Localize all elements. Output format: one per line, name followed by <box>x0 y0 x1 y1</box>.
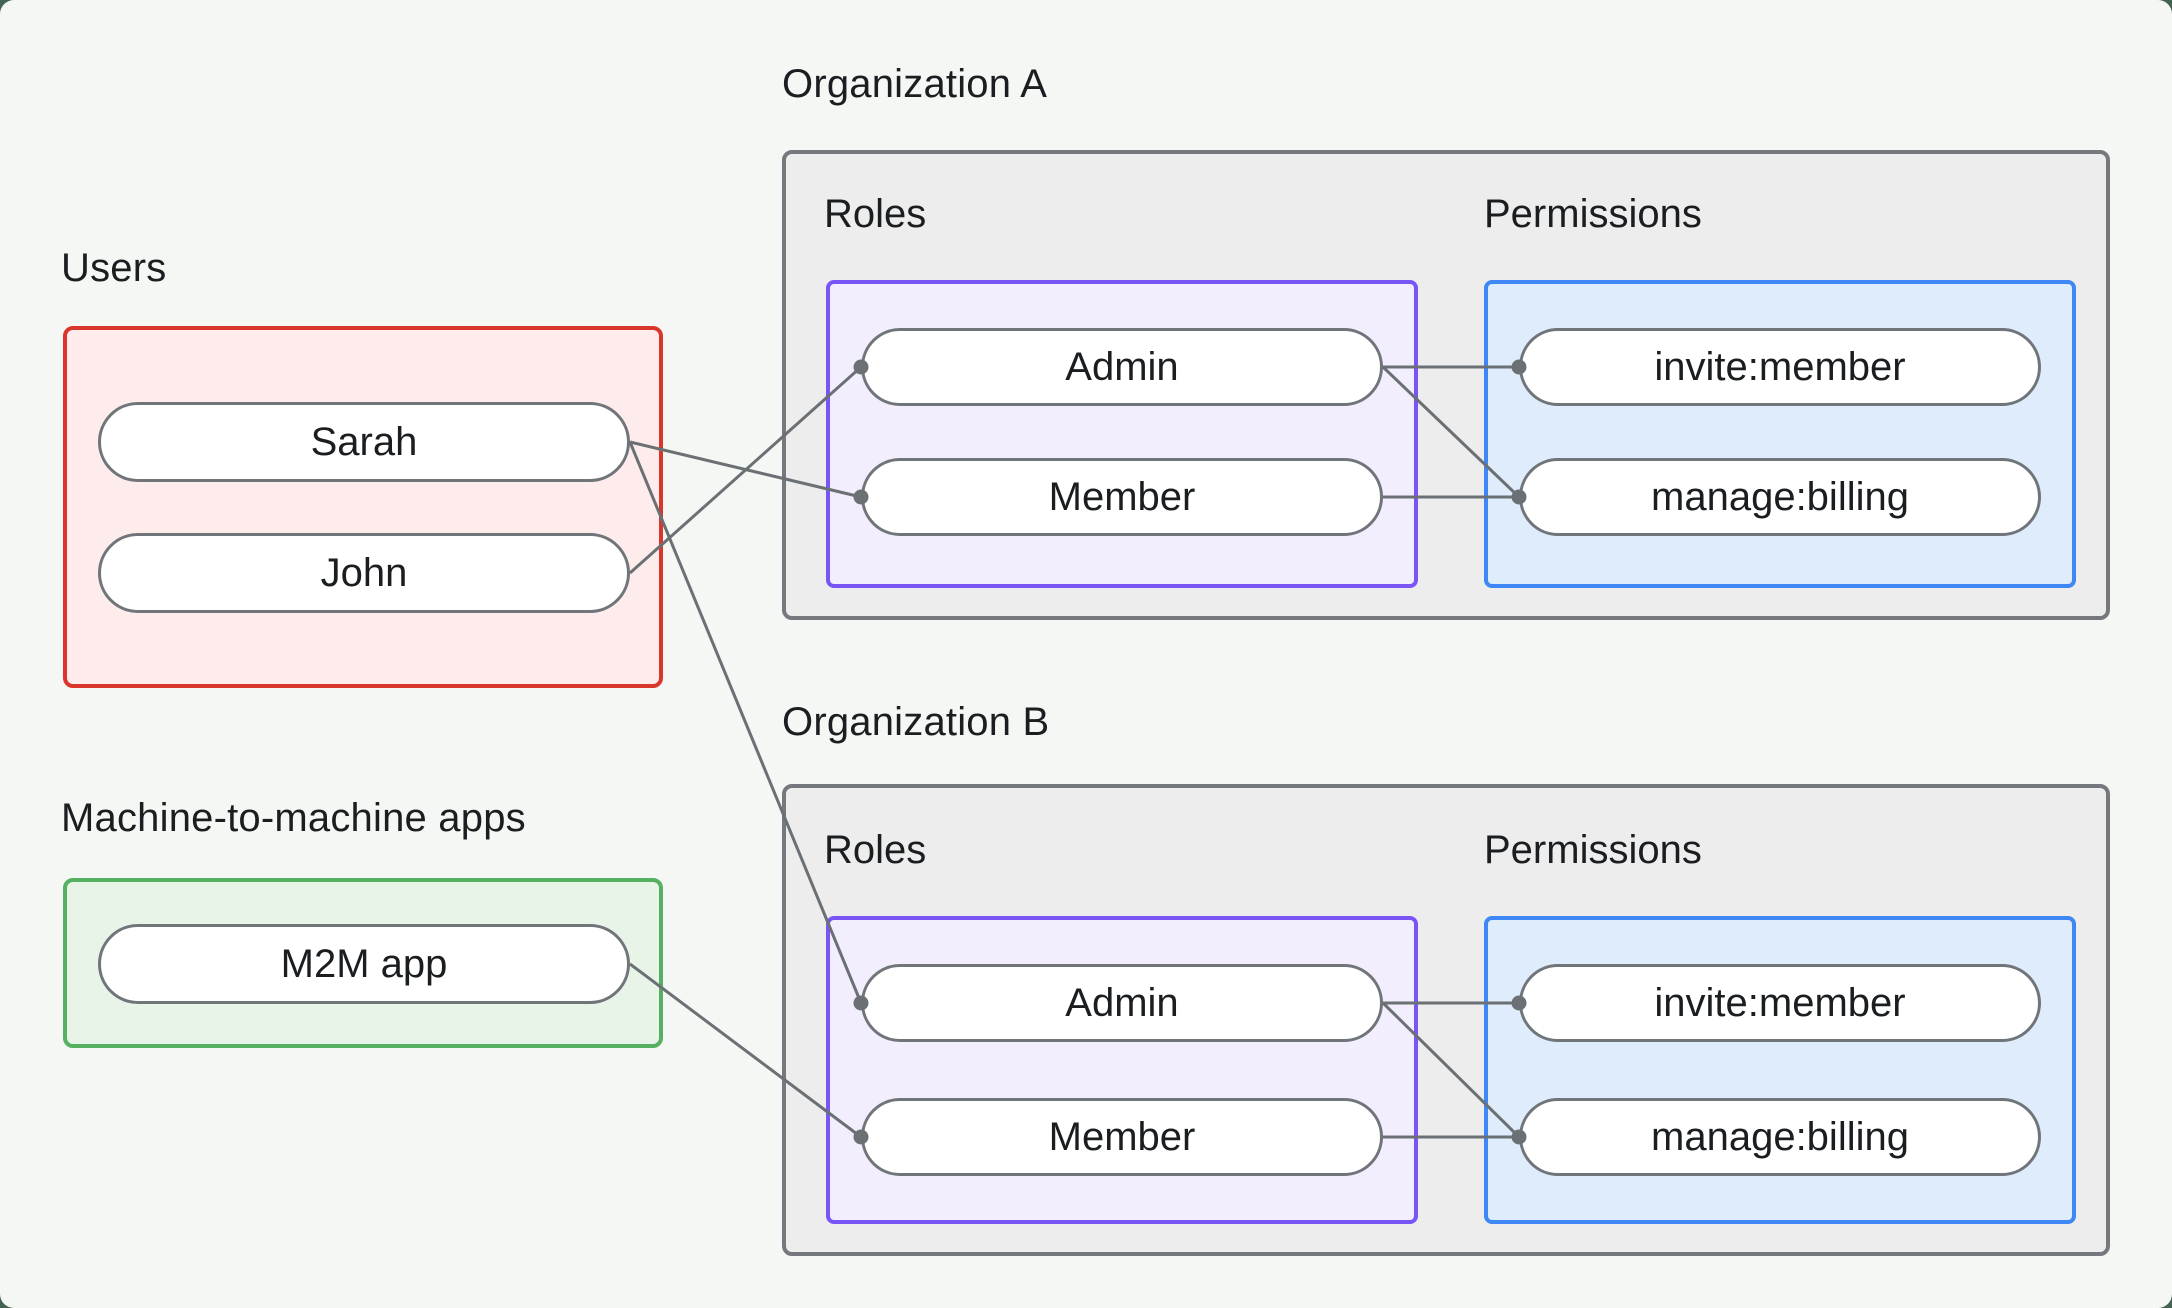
org-b-permission-pill-manage-billing: manage:billing <box>1519 1098 2041 1176</box>
org-a-permissions-box <box>1484 280 2076 588</box>
org-a-permissions-title: Permissions <box>1484 192 1702 236</box>
org-a-role-pill-admin: Admin <box>861 328 1383 406</box>
user-pill-john-label: John <box>320 550 408 595</box>
org-b-role-member-label: Member <box>1048 1114 1196 1159</box>
org-a-permission-pill-manage-billing: manage:billing <box>1519 458 2041 536</box>
m2m-app-pill-label: M2M app <box>280 941 448 986</box>
org-a-roles-box <box>826 280 1418 588</box>
org-a-title: Organization A <box>782 62 1048 106</box>
users-section-title: Users <box>61 246 167 290</box>
user-pill-john: John <box>98 533 630 613</box>
users-group-box <box>63 326 663 688</box>
org-a-roles-title: Roles <box>824 192 927 236</box>
org-a-permission-pill-invite-member: invite:member <box>1519 328 2041 406</box>
org-b-role-pill-admin: Admin <box>861 964 1383 1042</box>
org-a-permission-invite-member-label: invite:member <box>1654 344 1906 389</box>
org-b-permissions-title: Permissions <box>1484 828 1702 872</box>
org-a-role-admin-label: Admin <box>1065 344 1179 389</box>
org-b-roles-box <box>826 916 1418 1224</box>
org-b-permissions-box <box>1484 916 2076 1224</box>
org-b-permission-pill-invite-member: invite:member <box>1519 964 2041 1042</box>
org-b-role-admin-label: Admin <box>1065 980 1179 1025</box>
org-a-role-member-label: Member <box>1048 474 1196 519</box>
org-b-role-pill-member: Member <box>861 1098 1383 1176</box>
org-b-permission-manage-billing-label: manage:billing <box>1651 1114 1909 1159</box>
org-b-permission-invite-member-label: invite:member <box>1654 980 1906 1025</box>
m2m-app-pill: M2M app <box>98 924 630 1004</box>
m2m-section-title: Machine-to-machine apps <box>61 796 526 840</box>
org-b-title: Organization B <box>782 700 1050 744</box>
org-a-permission-manage-billing-label: manage:billing <box>1651 474 1909 519</box>
org-a-role-pill-member: Member <box>861 458 1383 536</box>
org-b-roles-title: Roles <box>824 828 927 872</box>
user-pill-sarah: Sarah <box>98 402 630 482</box>
user-pill-sarah-label: Sarah <box>310 419 418 464</box>
